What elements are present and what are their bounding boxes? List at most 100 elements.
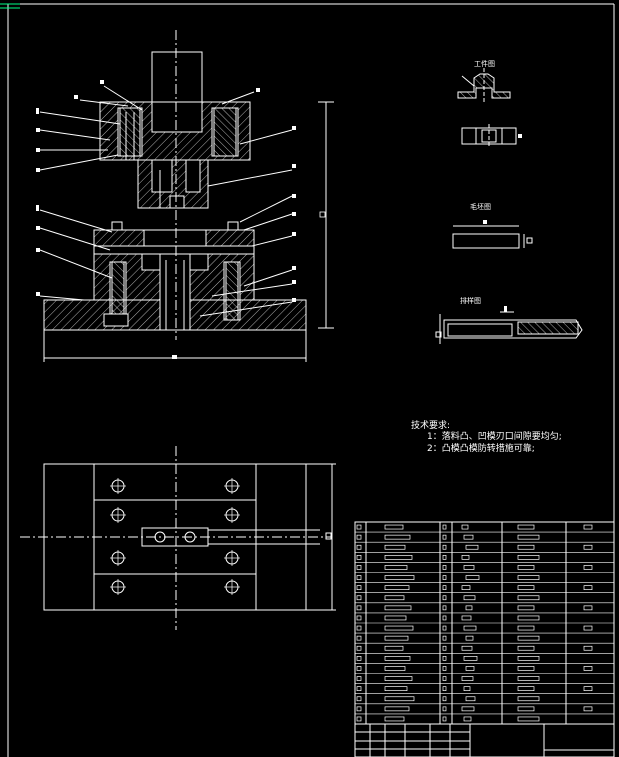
bom-cell <box>442 625 447 631</box>
bom-cell <box>517 666 535 671</box>
bom-cell <box>517 696 540 702</box>
bom-cell <box>517 635 540 641</box>
bom-cell <box>356 635 362 641</box>
bom-cell <box>442 686 447 692</box>
bom-cell <box>384 565 408 570</box>
bom-cell <box>384 676 413 681</box>
title-block <box>354 723 615 757</box>
bom-cell <box>384 534 411 540</box>
bom-cell <box>356 544 362 550</box>
bom-cell <box>583 645 593 651</box>
bom-cell <box>442 676 447 681</box>
bom-table <box>354 521 615 725</box>
bom-cell <box>461 585 471 591</box>
bom-cell <box>442 605 447 611</box>
tech-requirements: 技术要求: 1：落料凸、凹模刃口间隙要均匀; 2：凸模凸模防转措施可靠; <box>411 421 562 455</box>
bom-cell <box>442 696 447 702</box>
bom-cell <box>517 585 535 591</box>
bom-cell <box>517 575 540 580</box>
bom-cell <box>463 655 478 661</box>
bom-cell <box>384 625 414 631</box>
bom-cell <box>583 706 593 712</box>
bom-cell <box>442 534 447 540</box>
strip-layout-label: 排样图 <box>460 297 481 305</box>
bom-cell <box>356 706 362 712</box>
bom-cell <box>356 554 362 560</box>
bom-cell <box>583 605 593 611</box>
bom-cell <box>517 686 535 692</box>
bom-cell <box>463 595 476 601</box>
bom-cell <box>465 635 474 641</box>
bom-cell <box>442 645 447 651</box>
bom-cell <box>517 544 535 550</box>
strip-layout-view <box>435 306 583 344</box>
bom-cell <box>384 686 408 692</box>
bom-cell <box>517 534 540 540</box>
bom-cell <box>384 544 406 550</box>
bom-cell <box>517 565 535 570</box>
bom-cell <box>384 605 412 611</box>
bom-cell <box>463 534 474 540</box>
bom-cell <box>384 575 415 580</box>
bom-cell <box>517 595 540 601</box>
bom-cell <box>463 686 471 692</box>
bom-cell <box>463 716 472 722</box>
bom-cell <box>465 575 480 580</box>
bom-cell <box>384 635 409 641</box>
bom-cell <box>517 655 540 661</box>
bom-cell <box>442 544 447 550</box>
bom-cell <box>356 645 362 651</box>
bom-cell <box>356 666 362 671</box>
bom-cell <box>461 615 472 621</box>
bom-cell <box>442 524 447 530</box>
bom-cell <box>356 575 362 580</box>
bom-cell <box>465 544 479 550</box>
bom-cell <box>384 595 405 601</box>
bom-cell <box>356 686 362 692</box>
bom-cell <box>442 565 447 570</box>
bom-cell <box>442 585 447 591</box>
bom-cell <box>356 585 362 591</box>
bom-cell <box>517 706 535 712</box>
bom-cell <box>356 625 362 631</box>
front-section-view <box>39 30 334 362</box>
bom-cell <box>517 645 535 651</box>
bom-cell <box>356 676 362 681</box>
drawing-frame <box>7 3 615 757</box>
bom-cell <box>356 534 362 540</box>
bom-cell <box>356 655 362 661</box>
bom-cell <box>465 666 475 671</box>
bom-cell <box>442 575 447 580</box>
bom-cell <box>442 655 447 661</box>
bom-cell <box>463 625 477 631</box>
bom-cell <box>517 605 535 611</box>
bom-cell <box>517 524 535 530</box>
bom-cell <box>442 554 447 560</box>
bom-cell <box>384 554 413 560</box>
workpiece-view <box>457 68 522 148</box>
bom-cell <box>384 615 407 621</box>
bom-cell <box>583 666 593 671</box>
bom-cell <box>356 716 362 722</box>
bom-cell <box>356 696 362 702</box>
bom-cell <box>384 655 411 661</box>
bom-cell <box>461 554 470 560</box>
bom-cell <box>384 524 404 530</box>
bom-cell <box>356 615 362 621</box>
bom-cell <box>583 686 593 692</box>
bom-cell <box>461 645 473 651</box>
bom-cell <box>356 605 362 611</box>
bom-cell <box>356 524 362 530</box>
bom-cell <box>463 565 475 570</box>
bom-cell <box>517 625 535 631</box>
bom-cell <box>442 595 447 601</box>
bom-cell <box>461 676 474 681</box>
corner-marker <box>0 3 20 9</box>
tech-requirements-title: 技术要求: <box>411 421 451 431</box>
plan-view <box>20 446 336 630</box>
blank-view <box>452 220 533 249</box>
bom-cell <box>356 595 362 601</box>
bom-cell <box>461 524 469 530</box>
bom-cell <box>583 585 593 591</box>
